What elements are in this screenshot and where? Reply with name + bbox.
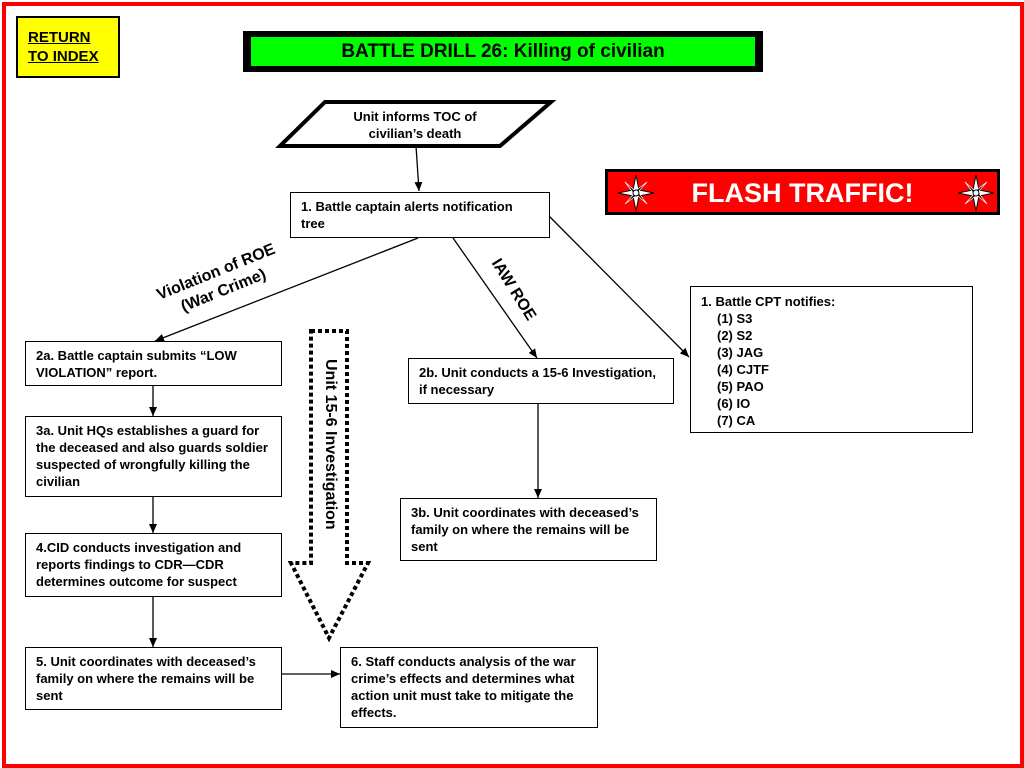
step-5-box: 5. Unit coordinates with deceased’s fami… (25, 647, 282, 710)
arrow-step1-to-notify (548, 215, 690, 358)
notification-item: (2) S2 (717, 328, 753, 343)
notification-list: (1) S3 (2) S2 (3) JAG (4) CJTF (5) PAO (… (701, 310, 962, 429)
notification-item: (6) IO (717, 396, 751, 411)
start-parallelogram (275, 100, 557, 148)
compass-star-icon (957, 174, 995, 212)
step-3b-box: 3b. Unit coordinates with deceased’s fam… (400, 498, 657, 561)
step-2a-box: 2a. Battle captain submits “LOW VIOLATIO… (25, 341, 282, 386)
arrow-step1-to-step2b (452, 237, 538, 359)
return-label-line2: TO INDEX (28, 48, 99, 65)
compass-star-icon (617, 174, 655, 212)
notification-item: (7) CA (717, 413, 756, 428)
flash-traffic-text: FLASH TRAFFIC! (691, 178, 914, 208)
step-1-box: 1. Battle captain alerts notification tr… (290, 192, 550, 238)
notification-item: (5) PAO (717, 379, 764, 394)
step-6-box: 6. Staff conducts analysis of the war cr… (340, 647, 598, 728)
flash-traffic-banner: FLASH TRAFFIC! (605, 169, 1000, 215)
notification-item: (1) S3 (717, 311, 753, 326)
notification-list-box: 1. Battle CPT notifies: (1) S3 (2) S2 (3… (690, 286, 973, 433)
title-banner: BATTLE DRILL 26: Killing of civilian (243, 31, 763, 72)
arrow-start-to-step1 (414, 145, 423, 192)
notification-item: (4) CJTF (717, 362, 769, 377)
arrow-step1-to-step2a (154, 237, 419, 342)
investigation-block-arrow (287, 329, 372, 643)
notification-item: (3) JAG (717, 345, 764, 360)
start-text: Unit informs TOC of civilian’s death (353, 109, 477, 141)
unit-investigation-label: Unit 15-6 Investigation (322, 359, 339, 530)
return-label-line1: RETURN (28, 29, 91, 46)
step-3a-box: 3a. Unit HQs establishes a guard for the… (25, 416, 282, 497)
notification-header: 1. Battle CPT notifies: (701, 294, 836, 309)
page-title: BATTLE DRILL 26: Killing of civilian (251, 37, 755, 66)
return-to-index-button[interactable]: RETURN TO INDEX (16, 16, 120, 78)
step-4-box: 4.CID conducts investigation and reports… (25, 533, 282, 597)
step-2b-box: 2b. Unit conducts a 15-6 Investigation, … (408, 358, 674, 404)
